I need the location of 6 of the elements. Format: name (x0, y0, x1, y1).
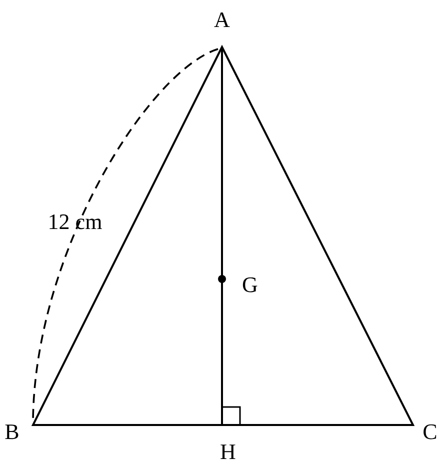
point-label: A (214, 9, 230, 31)
dimension-label: 12 cm (48, 211, 102, 233)
point-label: G (242, 274, 258, 296)
point-label: C (422, 421, 438, 443)
point-label: B (4, 421, 20, 443)
point-label: H (220, 441, 236, 463)
